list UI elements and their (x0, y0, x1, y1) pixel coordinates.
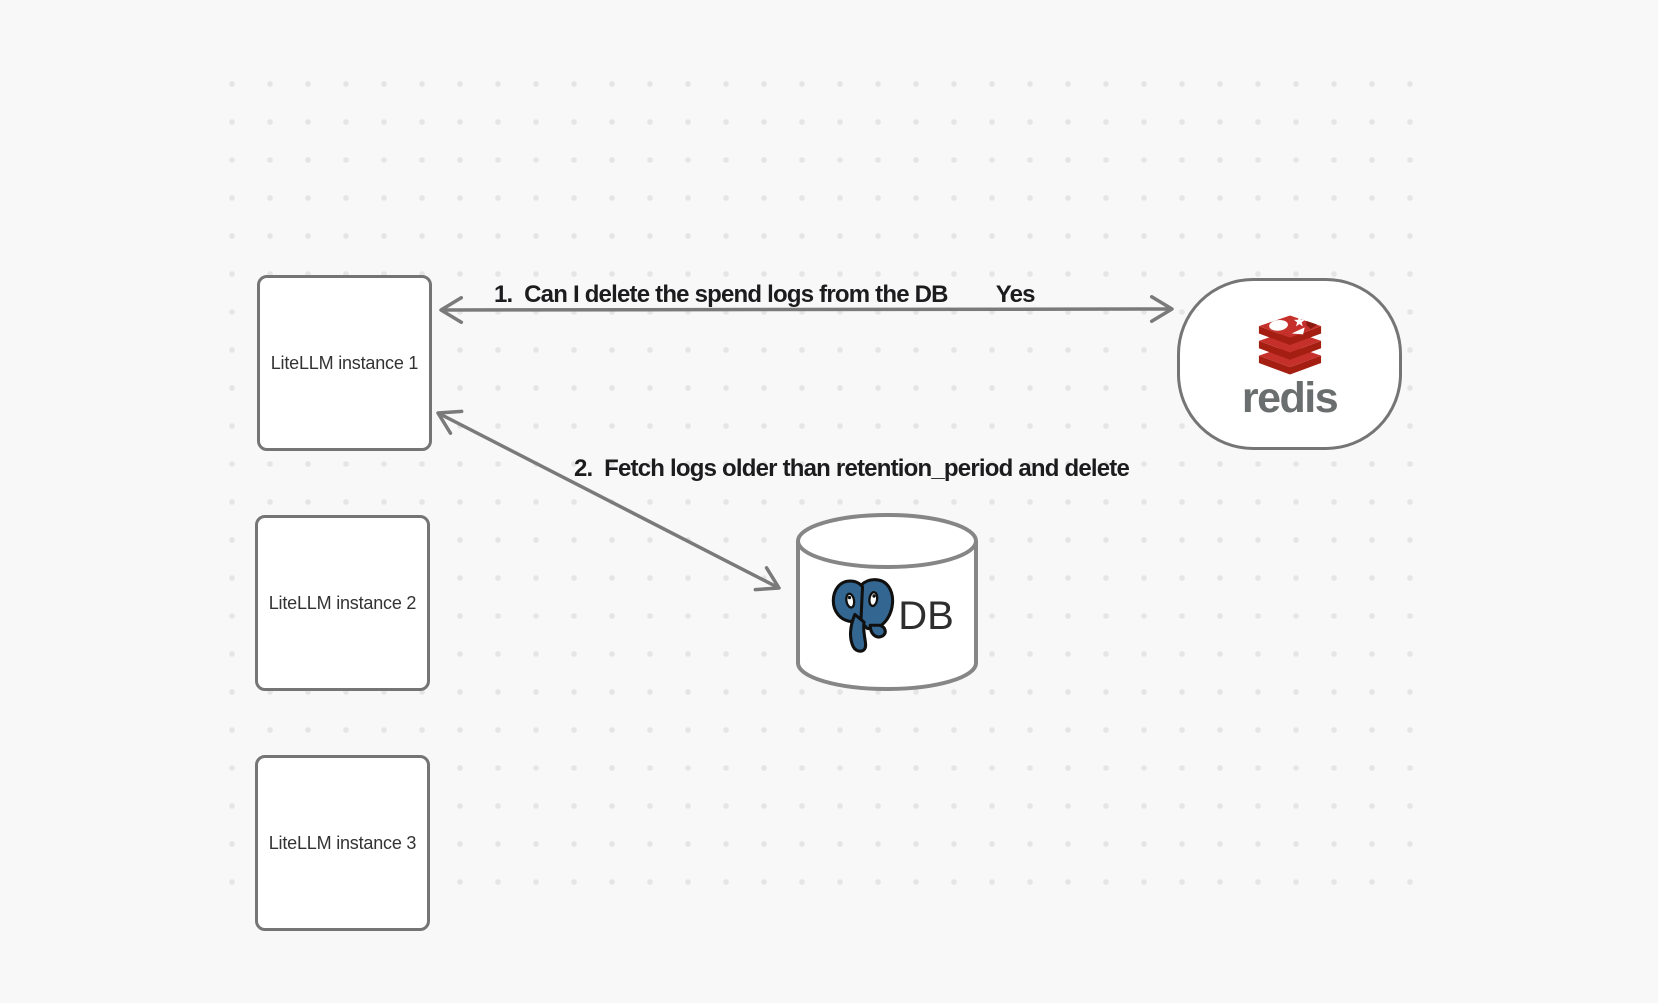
edge-instance1-redis[interactable] (439, 295, 1174, 324)
edge1-label-row: 1. Can I delete the spend logs from the … (494, 281, 1036, 308)
node-label: LiteLLM instance 3 (268, 832, 417, 853)
node-label: LiteLLM instance 1 (270, 352, 419, 373)
edge2-action-label: 2. Fetch logs older than retention_perio… (574, 455, 1130, 482)
db-node-label: DB (898, 594, 954, 638)
redis-wordmark: redis (1241, 373, 1339, 422)
edge-instance1-db[interactable] (436, 409, 781, 592)
node-label: LiteLLM instance 2 (268, 592, 417, 613)
redis-logo-icon (1258, 315, 1321, 374)
edge1-response-label: Yes (995, 281, 1036, 308)
node-litellm-instance-2[interactable]: LiteLLM instance 2 (255, 515, 430, 691)
node-redis[interactable]: redis (1177, 278, 1402, 450)
edge1-question-label: 1. Can I delete the spend logs from the … (494, 281, 948, 308)
postgresql-elephant-icon (831, 578, 895, 653)
node-litellm-instance-3[interactable]: LiteLLM instance 3 (255, 755, 430, 931)
edge2-label-row: 2. Fetch logs older than retention_perio… (574, 455, 1130, 482)
db-node-content: DB (799, 570, 977, 662)
node-litellm-instance-1[interactable]: LiteLLM instance 1 (257, 275, 432, 451)
